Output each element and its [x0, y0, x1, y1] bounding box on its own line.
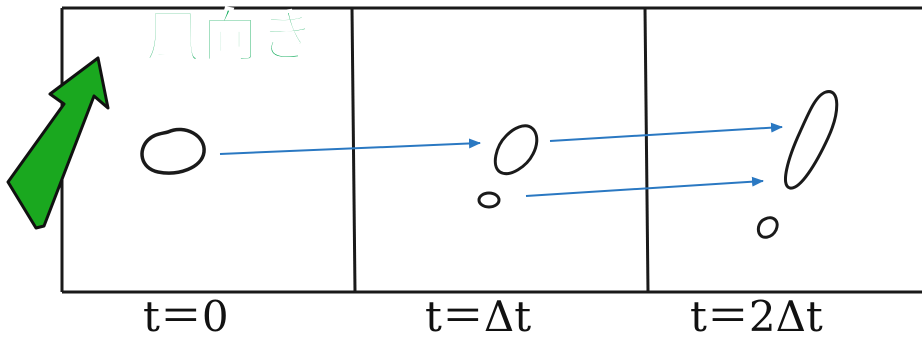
panel-1-shapes [140, 127, 206, 175]
cloud-cell-t2-elongated [783, 90, 839, 190]
panel-frame [60, 6, 922, 294]
wind-direction-arrow-icon [6, 56, 110, 230]
cloud-cell-t2-small [756, 216, 779, 239]
cloud-cell-t1-small [477, 191, 501, 209]
track-arrow-t0-to-t1 [219, 138, 481, 155]
panel-label-t2: t＝2Δt [690, 292, 823, 341]
wind-direction-title: 風向き [144, 5, 316, 70]
track-arrow-t1-to-t2-small [525, 176, 764, 197]
cloud-cell-t1-large [493, 124, 539, 175]
panel-label-t0: t＝0 [143, 292, 229, 341]
track-arrow-t1-to-t2-large [549, 122, 783, 142]
cloud-cell-t0 [140, 127, 206, 175]
panel-divider-2 [643, 7, 650, 293]
panel-divider-1 [350, 7, 357, 293]
panel-label-t1: t＝Δt [425, 292, 532, 341]
panel-2-shapes [477, 124, 539, 209]
track-arrows [219, 122, 783, 197]
panel-3-shapes [756, 90, 839, 239]
